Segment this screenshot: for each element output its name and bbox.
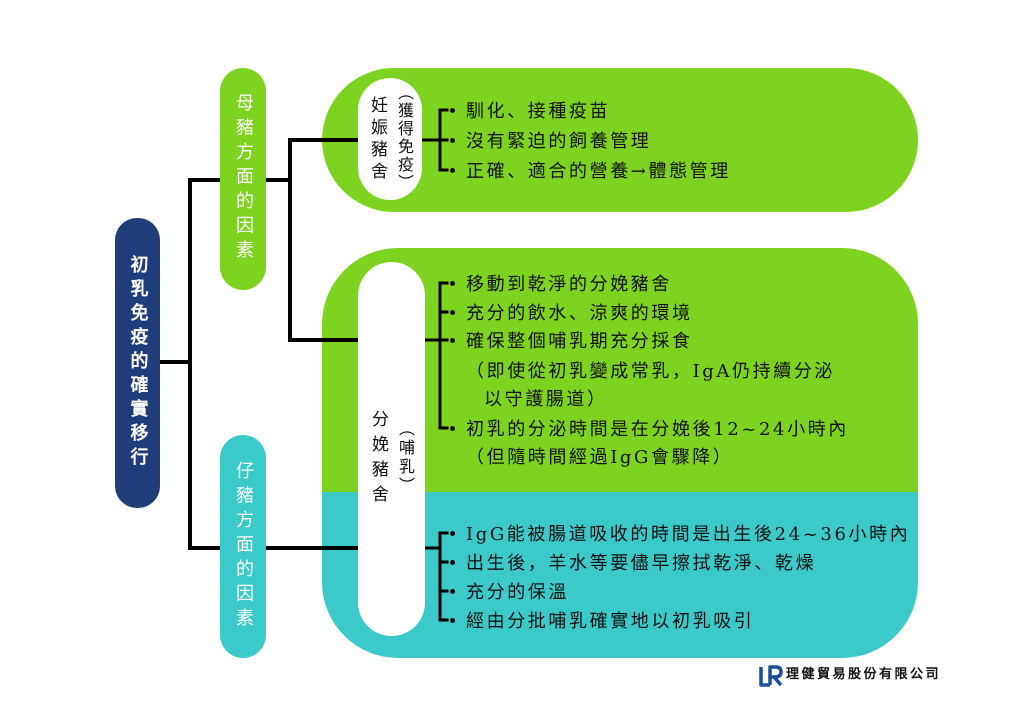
bullet-icon [450, 530, 455, 536]
bullet-icon [450, 559, 455, 565]
list-item: 充分的保溫 [450, 580, 569, 603]
list-item: 馴化、接種疫苗 [450, 99, 611, 122]
gestation-house-node: 妊娠豬舍 （獲得免疫） [358, 78, 422, 200]
list-item: 充分的飲水、涼爽的環境 [450, 301, 693, 324]
sow-factors-label: 母豬方面的因素 [233, 93, 254, 265]
item-text: 充分的飲水、涼爽的環境 [466, 303, 693, 324]
item-text: 出生後，羊水等要儘早擦拭乾淨、乾燥 [466, 553, 817, 574]
list-item: 經由分批哺乳確實地以初乳吸引 [450, 609, 755, 632]
item-note: （即使從初乳變成常乳，IgA仍持續分泌 [466, 361, 836, 382]
farrowing-house-name: 分娩豬舍 [368, 410, 388, 510]
bullet-icon [450, 167, 455, 173]
bullet-icon [450, 617, 455, 623]
root-label: 初乳免疫的確實移行 [127, 255, 149, 471]
bullet-icon [450, 337, 455, 343]
list-item: 出生後，羊水等要儘早擦拭乾淨、乾燥 [450, 551, 817, 574]
item-note: 以守護腸道） [484, 389, 608, 410]
item-text: 初乳的分泌時間是在分娩後12~24小時內 [466, 419, 849, 440]
piglet-factors-label: 仔豬方面的因素 [233, 460, 254, 633]
bullet-icon [450, 107, 455, 113]
piglet-factors-node: 仔豬方面的因素 [220, 435, 266, 658]
item-text: IgG能被腸道吸收的時間是出生後24~36小時內 [466, 524, 911, 545]
item-text: 確保整個哺乳期充分採食 [466, 331, 693, 352]
list-item: 移動到乾淨的分娩豬舍 [450, 272, 672, 295]
gestation-house-note: （獲得免疫） [395, 84, 414, 192]
company-name: 理健貿易股份有限公司 [786, 667, 942, 682]
item-text: 沒有緊迫的飼養管理 [466, 131, 652, 152]
list-item: IgG能被腸道吸收的時間是出生後24~36小時內 [450, 522, 911, 545]
list-item: 沒有緊迫的飼養管理 [450, 129, 652, 152]
farrowing-house-note: （哺乳） [396, 420, 415, 496]
item-text: 移動到乾淨的分娩豬舍 [466, 274, 672, 295]
list-item: 初乳的分泌時間是在分娩後12~24小時內 [450, 417, 849, 440]
company-logo-icon [759, 665, 783, 687]
bullet-icon [450, 309, 455, 315]
item-text: 經由分批哺乳確實地以初乳吸引 [466, 611, 755, 632]
item-note: （但隨時間經過IgG會驟降） [466, 447, 734, 468]
list-item: 正確、適合的營養→體態管理 [450, 159, 731, 182]
item-text: 馴化、接種疫苗 [466, 101, 611, 122]
farrowing-house-node: 分娩豬舍 （哺乳） [358, 262, 425, 636]
sow-factors-node: 母豬方面的因素 [220, 68, 266, 290]
bullet-icon [450, 137, 455, 143]
bullet-icon [450, 588, 455, 594]
bullet-icon [450, 280, 455, 286]
list-item: 確保整個哺乳期充分採食 [450, 329, 693, 352]
gestation-house-name: 妊娠豬舍 [367, 96, 387, 184]
root-node: 初乳免疫的確實移行 [115, 218, 160, 508]
item-text: 正確、適合的營養→體態管理 [466, 161, 731, 182]
item-text: 充分的保溫 [466, 582, 569, 603]
bullet-icon [450, 425, 455, 431]
